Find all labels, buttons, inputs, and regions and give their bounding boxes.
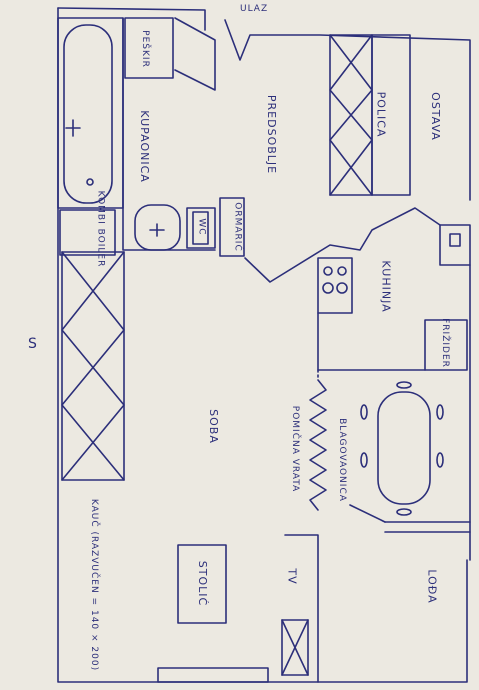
- sink-tap: [149, 223, 165, 237]
- label-tv: TV: [285, 568, 299, 585]
- label-dining: BLAGOVAONICA: [336, 418, 347, 502]
- outer-wall-top-right: [224, 19, 471, 201]
- cupboard: [219, 197, 245, 257]
- toilet-seat: [192, 211, 209, 245]
- tv-side-cross: [281, 619, 309, 676]
- label-balcony: LOĐA: [425, 569, 439, 604]
- chair: [436, 452, 444, 468]
- label-towel: PEŠKIR: [139, 30, 150, 68]
- label-kitchen: KUHINJA: [379, 260, 393, 313]
- balcony-door: [384, 521, 471, 533]
- label-boiler: KOMBI BOILER: [95, 190, 106, 268]
- label-storage: OSTAVA: [428, 92, 442, 141]
- label-wc: WC: [196, 218, 207, 236]
- stove: [317, 257, 353, 314]
- fridge: [424, 319, 468, 371]
- label-bed: KAUČ (RAZVUČEN = 140 × 200): [89, 498, 100, 672]
- bathroom-door: [174, 17, 216, 91]
- label-entrance: ULAZ: [240, 4, 269, 14]
- window: [157, 667, 269, 683]
- label-fridge: FRIŽIDER: [439, 318, 450, 368]
- bathroom-wall: [122, 17, 216, 251]
- tap-mark: [65, 119, 81, 137]
- burner-4: [336, 282, 348, 294]
- outer-wall-top: [57, 7, 206, 31]
- bathtub: [63, 24, 113, 204]
- label-hallway: PREDSOBLJE: [265, 94, 279, 175]
- shelf-cross: [329, 34, 373, 196]
- sliding-door: [309, 379, 327, 511]
- boiler-box: [59, 209, 116, 256]
- towel-cabinet: [124, 17, 174, 79]
- label-sliding-door: POMIČNA VRATA: [290, 405, 301, 493]
- hall-kitchen-wall: [244, 207, 441, 283]
- tv-cabinet-wall: [284, 534, 319, 683]
- storage-wall: [371, 34, 411, 196]
- burner-1: [323, 266, 333, 276]
- burner-2: [337, 266, 347, 276]
- wardrobe: [61, 251, 125, 481]
- chair: [396, 381, 412, 389]
- toilet-box: [186, 207, 216, 249]
- label-toilet-room: ORMARIĆ: [232, 202, 243, 252]
- label-desk: STOLIĆ: [196, 560, 210, 607]
- desk: [177, 544, 227, 624]
- label-bathroom: KUPAONICA: [137, 110, 151, 183]
- chair: [436, 404, 444, 420]
- tv-side-unit: [281, 619, 309, 676]
- label-shelf: POLICA: [374, 91, 388, 138]
- label-room: SOBA: [206, 409, 220, 444]
- drain-mark: [86, 178, 94, 186]
- hob-knob: [449, 233, 461, 247]
- label-compass: S: [28, 336, 38, 352]
- burner-3: [322, 282, 334, 294]
- chair: [360, 452, 368, 468]
- dining-table: [377, 391, 431, 505]
- chair: [360, 404, 368, 420]
- hob: [439, 224, 471, 266]
- wardrobe-cross: [61, 251, 125, 481]
- sink: [134, 204, 181, 251]
- balcony-wall: [349, 504, 386, 523]
- chair: [396, 508, 412, 516]
